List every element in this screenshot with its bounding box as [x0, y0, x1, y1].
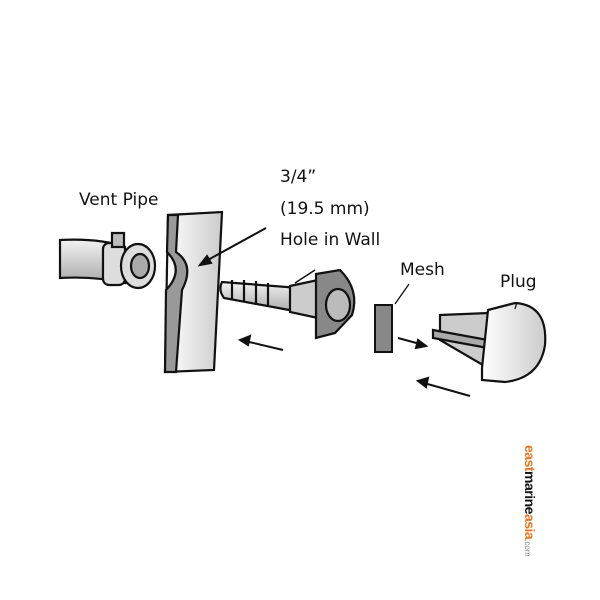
arrow-insert-fitting — [244, 340, 284, 351]
leader-mesh — [394, 283, 410, 305]
label-mesh: Mesh — [400, 260, 445, 280]
logo-part-east: east — [522, 445, 538, 472]
mesh-screen — [374, 304, 393, 353]
plug — [431, 301, 547, 384]
arrows — [197, 227, 518, 397]
leader-plug — [514, 301, 518, 310]
logo-suffix: .com — [523, 539, 532, 557]
wall — [163, 210, 224, 374]
logo-part-asia: asia — [522, 513, 538, 540]
vent-pipe — [58, 231, 157, 290]
label-plug: Plug — [500, 272, 537, 292]
through-hull-fitting — [219, 268, 356, 340]
arrow-insert-plug — [423, 382, 471, 397]
label-hole-size-mm: (19.5 mm) — [280, 199, 370, 219]
leader-hole — [205, 227, 267, 262]
eastmarineasia-logo: eastmarineasia.com — [519, 445, 538, 557]
logo-part-marine: marine — [522, 471, 538, 514]
label-hole-in-wall: Hole in Wall — [280, 230, 381, 250]
label-hole-size-inch: 3/4” — [280, 167, 317, 187]
label-vent-pipe: Vent Pipe — [79, 190, 159, 210]
